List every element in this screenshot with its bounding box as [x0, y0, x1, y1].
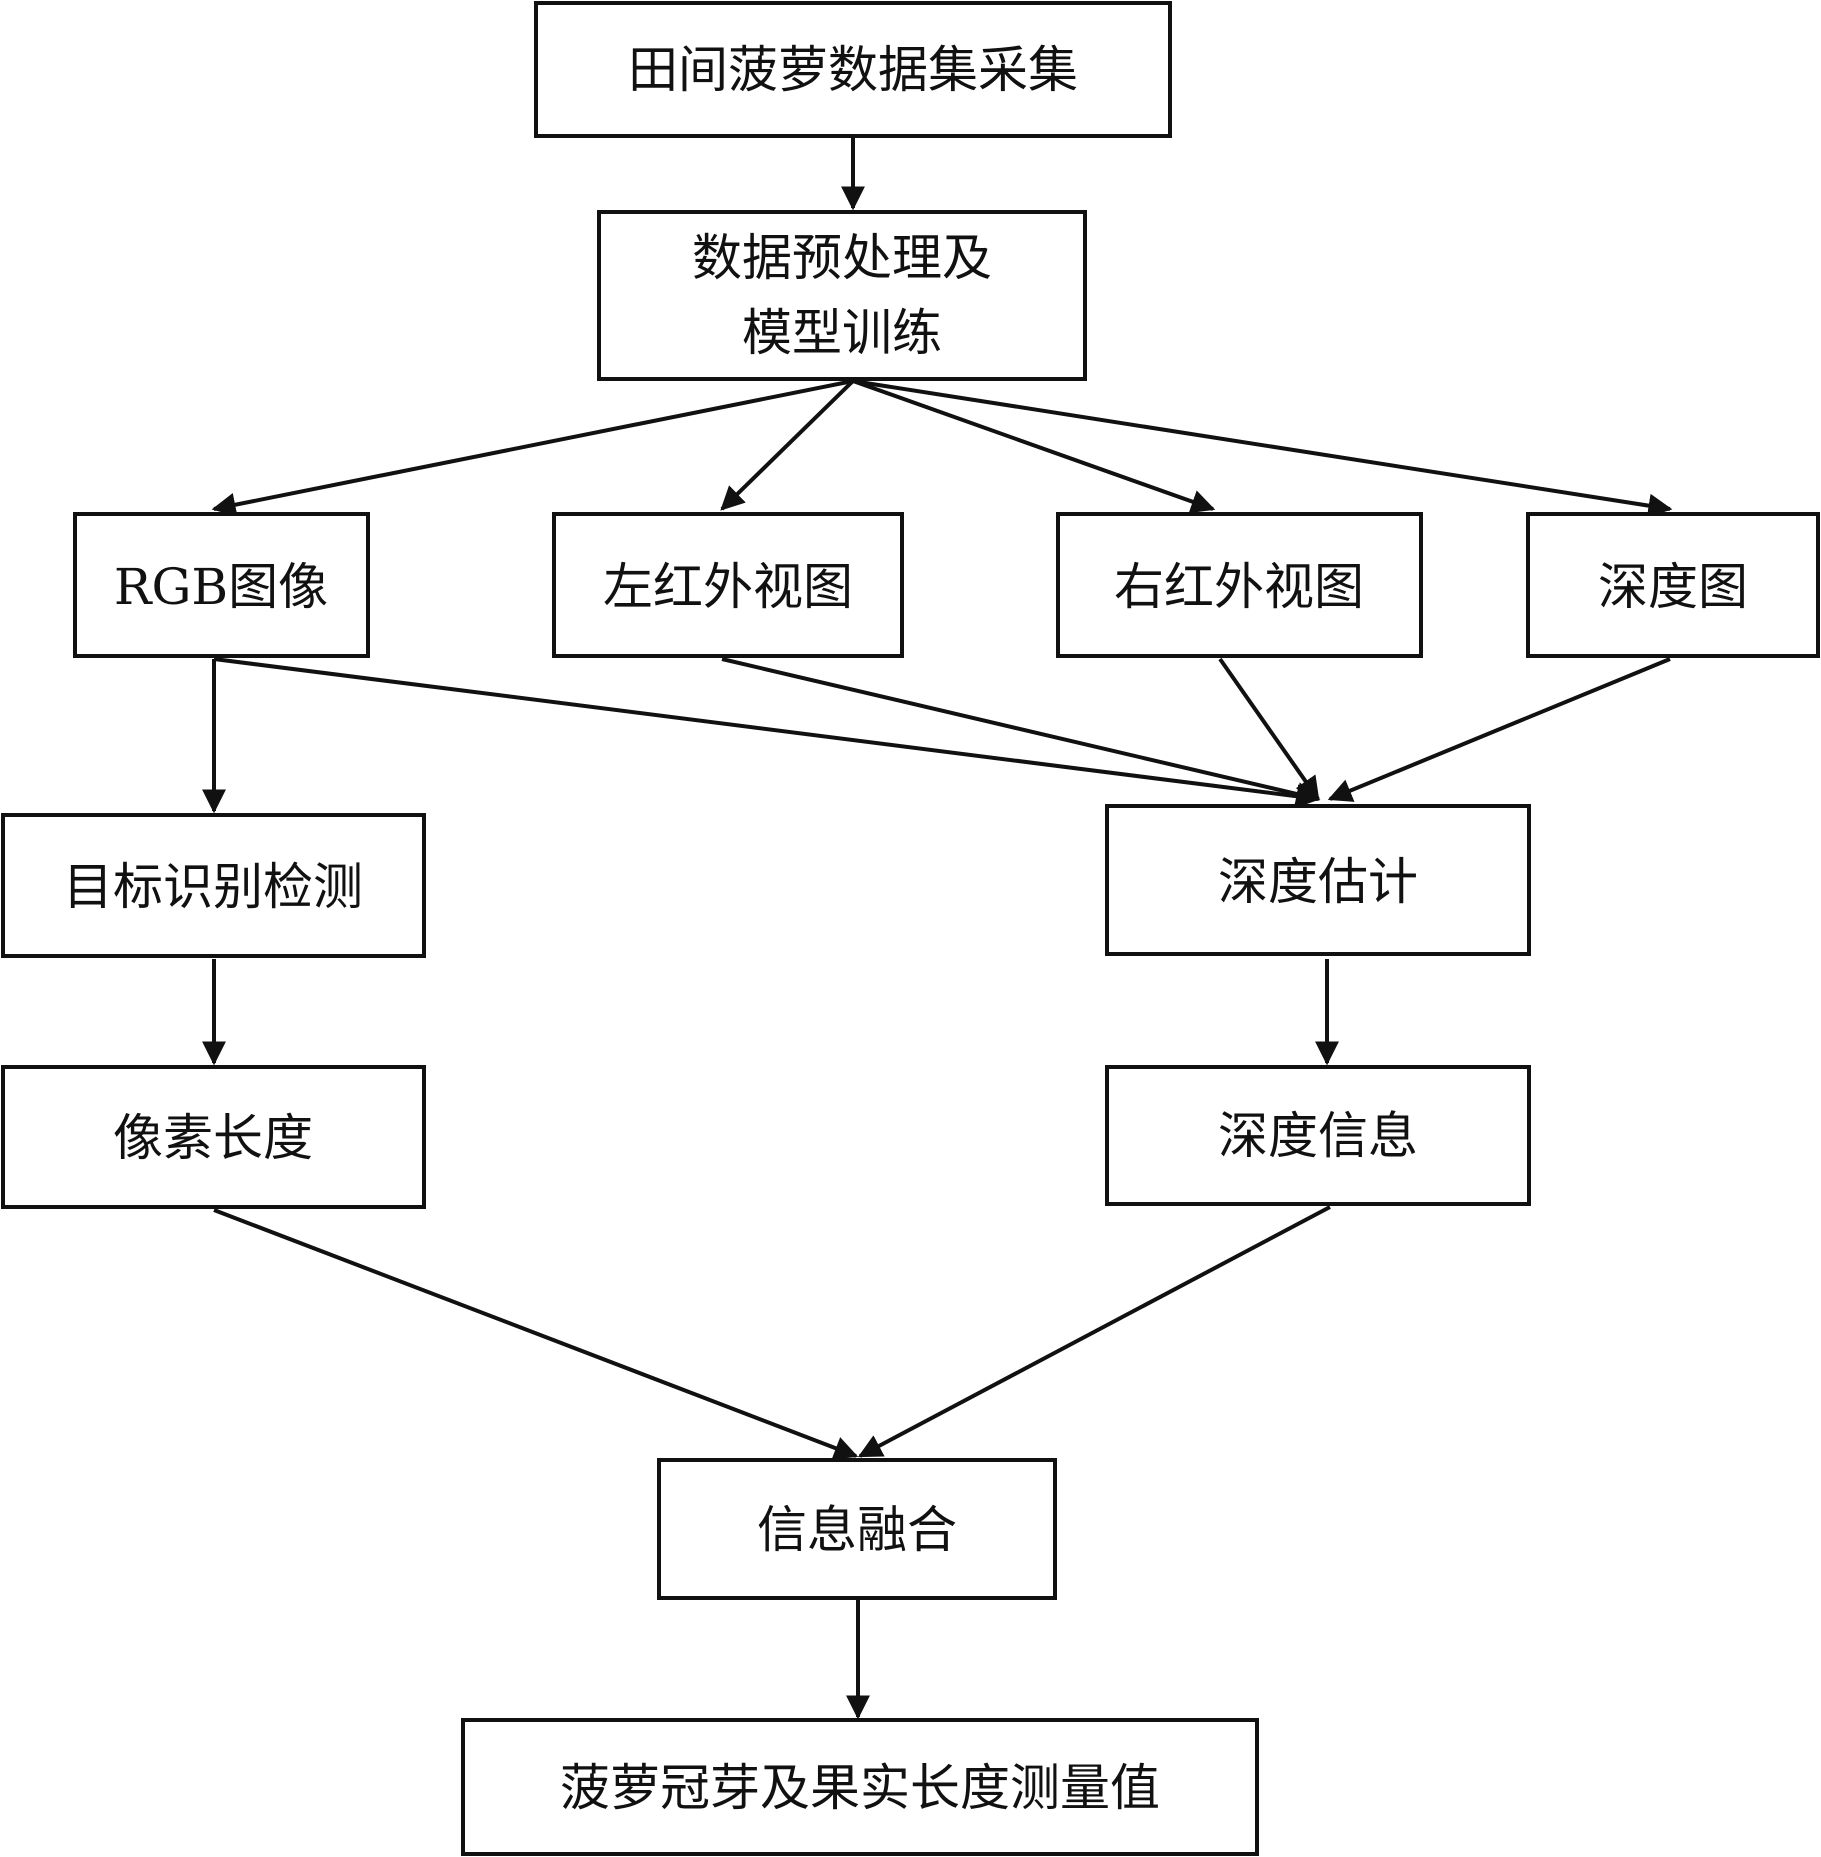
node-result-label: 菠萝冠芽及果实长度测量值	[560, 1759, 1160, 1817]
edge-preprocess-to-right-ir	[852, 379, 1216, 514]
node-fusion-label: 信息融合	[757, 1501, 957, 1559]
edge-preprocess-to-left-ir	[720, 379, 855, 511]
node-depth-map-label: 深度图	[1598, 558, 1748, 616]
node-depth-est-label: 深度估计	[1218, 853, 1418, 911]
node-right-ir: 右红外视图	[1056, 512, 1423, 658]
node-right-ir-label: 右红外视图	[1114, 558, 1364, 616]
node-pixel-len-label: 像素长度	[113, 1109, 313, 1167]
node-pixel-len: 像素长度	[1, 1065, 426, 1209]
node-detect-label: 目标识别检测	[63, 858, 363, 916]
node-collect-label: 田间菠萝数据集采集	[628, 41, 1078, 99]
node-detect: 目标识别检测	[1, 813, 426, 958]
node-fusion: 信息融合	[657, 1458, 1057, 1600]
node-result: 菠萝冠芽及果实长度测量值	[461, 1718, 1259, 1856]
edge-preprocess-to-rgb	[211, 379, 854, 517]
node-rgb-label: RGB图像	[114, 558, 328, 616]
edge-pixel-len-to-fusion	[213, 1208, 859, 1460]
node-preprocess: 数据预处理及 模型训练	[597, 210, 1087, 381]
node-preprocess-label-line2: 模型训练	[742, 304, 942, 362]
node-depth-info-label: 深度信息	[1218, 1107, 1418, 1165]
edge-left-ir-to-depth-est	[721, 657, 1321, 806]
node-left-ir: 左红外视图	[552, 512, 904, 658]
node-collect: 田间菠萝数据集采集	[534, 1, 1172, 138]
node-depth-info: 深度信息	[1105, 1065, 1531, 1206]
edge-rgb-to-depth-est	[213, 657, 1321, 809]
edges	[202, 138, 1673, 1720]
edge-depth-map-to-depth-est	[1327, 657, 1671, 802]
node-rgb: RGB图像	[73, 512, 370, 658]
edge-depth-info-to-fusion	[857, 1205, 1331, 1458]
edge-right-ir-to-depth-est	[1218, 657, 1320, 801]
node-depth-est: 深度估计	[1105, 804, 1531, 956]
node-left-ir-label: 左红外视图	[603, 558, 853, 616]
edge-preprocess-to-depth-map	[852, 379, 1673, 518]
node-preprocess-label-line1: 数据预处理及	[692, 229, 992, 287]
node-depth-map: 深度图	[1526, 512, 1820, 658]
